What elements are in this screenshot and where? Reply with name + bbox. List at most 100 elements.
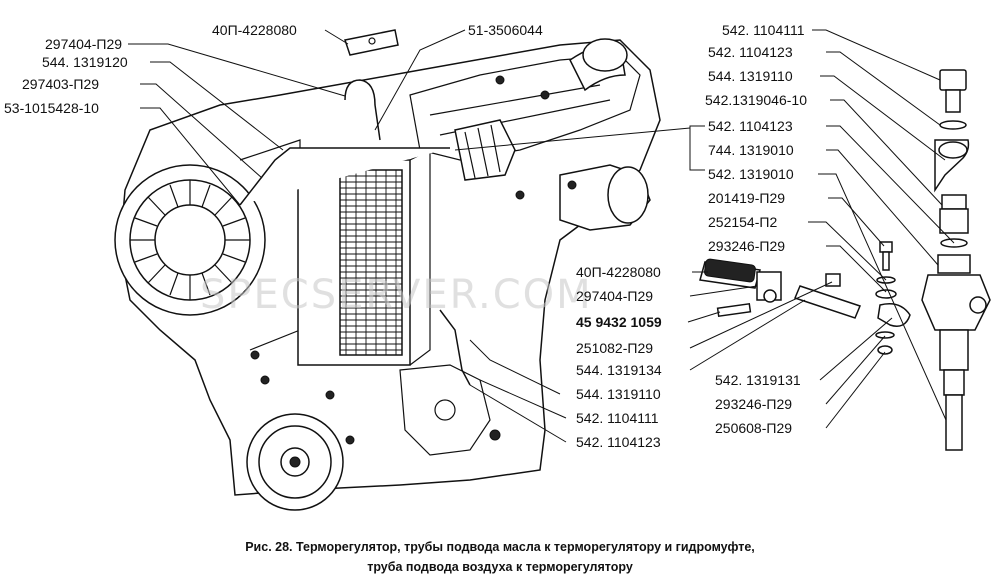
- leader-544.1319120: [150, 61, 284, 151]
- label-544.1319134: 544. 1319134: [576, 362, 662, 378]
- bolt-3: [325, 390, 335, 400]
- label-251082-P29: 251082-П29: [576, 340, 653, 356]
- caption-line-1: Рис. 28. Терморегулятор, трубы подвода м…: [245, 540, 755, 554]
- leader-542.1319010: [818, 173, 947, 421]
- label-297404-P29-mid: 297404-П29: [576, 288, 653, 304]
- labels-left: 297404-П29 544. 1319120 297403-П29 53-10…: [4, 36, 128, 116]
- bolt-7: [540, 90, 550, 100]
- tee-lower: [939, 329, 969, 371]
- bolt-9: [515, 190, 525, 200]
- clamp-297404: [756, 271, 782, 301]
- leader-542.1319131: [819, 317, 893, 381]
- labels-right-column: 542. 1104111 542. 1104123 544. 1319110 5…: [705, 22, 807, 254]
- pulley-bolt: [289, 456, 301, 468]
- oil-pipe-upper: [239, 147, 450, 206]
- leader-250608-P29: [825, 351, 886, 429]
- watermark: SPECSERVER.COM: [200, 272, 593, 318]
- tee-top: [937, 254, 971, 274]
- label-542.1104111-top: 542. 1104111: [722, 22, 805, 38]
- label-542.1104123-top: 542. 1104123: [708, 44, 793, 60]
- tee-body: [921, 274, 991, 331]
- washer-1: [939, 120, 967, 130]
- washer-293246-upper: [875, 289, 897, 299]
- banjo-eye: [938, 141, 968, 159]
- leader-251082-P29: [689, 281, 833, 349]
- fan-blades: [130, 180, 250, 300]
- bracket-hole: [368, 37, 376, 45]
- leader-297404-P29: [128, 43, 346, 97]
- label-542.1104123-low: 542. 1104123: [576, 434, 661, 450]
- leader-542.1104123-top: [826, 51, 941, 126]
- leader-51-3506044: [374, 29, 466, 131]
- label-542.1319046-10: 542.1319046-10: [705, 92, 807, 108]
- label-542.1319010: 542. 1319010: [708, 166, 794, 182]
- bracket-51-3506044: [344, 29, 399, 56]
- leader-542.1104111-mid: [479, 379, 567, 419]
- leader-544.1319110-mid: [469, 339, 561, 395]
- leader-group-to-engine: [454, 127, 691, 151]
- lower-housing: [399, 364, 491, 456]
- label-544.1319120: 544. 1319120: [42, 54, 128, 70]
- oil-pipe-loop: [344, 79, 381, 141]
- label-53-1015428-10: 53-1015428-10: [4, 100, 99, 116]
- leader-53-1015428-10: [140, 107, 241, 206]
- bolt-201419-shank: [882, 251, 890, 271]
- label-45-9432-1059: 45 9432 1059: [576, 314, 662, 330]
- intake-manifold: [409, 54, 641, 161]
- bolt-45-9432-1059: [716, 302, 752, 318]
- leader-293246-P29-upper: [826, 245, 887, 293]
- label-293246-P29-upper: 293246-П29: [708, 238, 785, 254]
- oil-pipe-lower: [439, 309, 471, 386]
- label-544.1319110-mid: 544. 1319110: [576, 386, 661, 402]
- leader-lines: [128, 29, 955, 443]
- label-293246-P29-lower: 293246-П29: [715, 396, 792, 412]
- caption-line-2: труба подвода воздуха к терморегулятору: [367, 560, 633, 574]
- lower-housing-boss: [434, 399, 456, 421]
- washer-293246-lower: [875, 331, 895, 339]
- fitting-hex: [939, 208, 969, 234]
- label-297403-P29: 297403-П29: [22, 76, 99, 92]
- bolt-6: [495, 75, 505, 85]
- bolt-8: [567, 180, 577, 190]
- label-201419-P29: 201419-П29: [708, 190, 785, 206]
- label-250608-P29: 250608-П29: [715, 420, 792, 436]
- clamp-542.1319131: [877, 303, 911, 327]
- label-542.1104123-mid: 542. 1104123: [708, 118, 793, 134]
- fitting-hex-upper: [941, 194, 967, 210]
- label-40P-4228080-top: 40П-4228080: [212, 22, 297, 38]
- bolt-2: [260, 375, 270, 385]
- exploded-parts: [699, 69, 991, 451]
- tee-port: [969, 296, 987, 314]
- label-252154-P2: 252154-П2: [708, 214, 777, 230]
- air-pipe-544.1319134: [793, 285, 862, 319]
- labels-lower-right: 542. 1319131 293246-П29 250608-П29: [715, 372, 801, 436]
- label-744.1319010: 744. 1319010: [708, 142, 794, 158]
- banjo-bolt-head: [939, 69, 967, 91]
- banjo-bolt-shank: [945, 89, 961, 113]
- hose-coupling: [454, 119, 516, 181]
- hose-body: [704, 258, 756, 283]
- bolt-5: [489, 429, 501, 441]
- hose-clamp-lines: [464, 124, 501, 179]
- leader-297404-mid: [689, 285, 758, 297]
- labels-top: 40П-4228080 51-3506044: [212, 22, 543, 38]
- label-544.1319110-top: 544. 1319110: [708, 68, 793, 84]
- bracket-right-group: [689, 125, 705, 171]
- lower-air-pipe-end: [607, 166, 649, 224]
- label-297404-P29: 297404-П29: [45, 36, 122, 52]
- leader-542.1319046-10: [830, 99, 943, 206]
- leader-744.1319010: [826, 149, 939, 266]
- leader-252154-P2: [808, 221, 887, 281]
- leader-542.1104123-mid: [826, 125, 955, 244]
- air-pipe-end: [582, 38, 628, 72]
- label-40P-4228080-mid: 40П-4228080: [576, 264, 661, 280]
- leader-542.1104123-low: [469, 384, 567, 443]
- leader-201419-P29: [828, 197, 885, 247]
- bolt-4: [345, 435, 355, 445]
- labels-middle: 40П-4228080 297404-П29 45 9432 1059 2510…: [576, 264, 662, 450]
- tee-stem: [943, 369, 965, 396]
- leader-544.1319110-top: [820, 75, 946, 161]
- bolt-1: [250, 350, 260, 360]
- label-542.1319131: 542. 1319131: [715, 372, 801, 388]
